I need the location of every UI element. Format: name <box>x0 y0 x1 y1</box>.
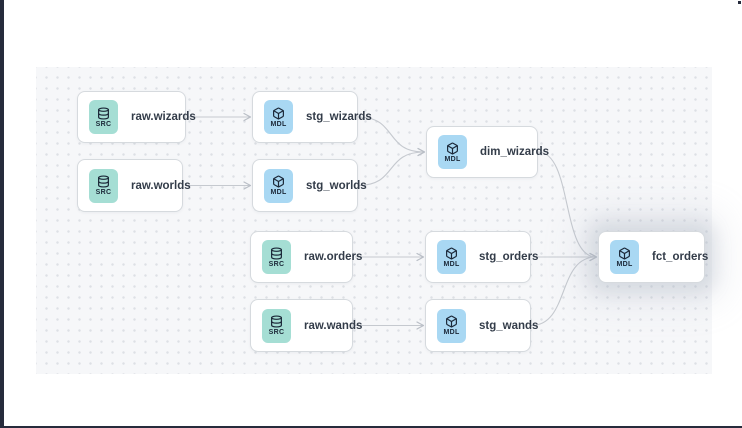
node-name-label: raw.worlds <box>131 179 191 192</box>
node-name-label: raw.wizards <box>131 111 196 123</box>
node-name-label: stg_wizards <box>306 111 372 123</box>
node-type-badge: SRC <box>262 240 291 274</box>
node-type-badge: SRC <box>89 100 118 134</box>
node-type-label: SRC <box>268 329 285 336</box>
cube-icon <box>619 246 630 260</box>
cube-icon <box>446 315 457 328</box>
graph-node-raw.orders[interactable]: SRC raw.orders <box>250 231 362 283</box>
node-name-label: dim_wizards <box>480 146 550 158</box>
node-type-label: MDL <box>443 260 460 268</box>
node-type-badge: MDL <box>437 240 466 274</box>
node-type-badge: MDL <box>438 135 467 169</box>
database-icon <box>271 246 282 260</box>
graph-node-stg_orders[interactable]: MDL stg_orders <box>425 231 538 283</box>
node-name-label: raw.orders <box>304 251 363 263</box>
database-icon <box>98 175 109 188</box>
cube-icon <box>447 141 458 155</box>
graph-node-dim_wizards[interactable]: MDL dim_wizards <box>426 126 549 178</box>
node-type-badge: MDL <box>437 308 466 343</box>
node-type-badge: SRC <box>262 308 291 343</box>
node-type-badge: MDL <box>610 240 639 274</box>
graph-node-raw.worlds[interactable]: SRC raw.worlds <box>77 159 191 212</box>
node-name-label: fct_orders <box>652 251 709 263</box>
window-corner-mark <box>738 1 741 4</box>
graph-node-stg_wands[interactable]: MDL stg_wands <box>425 299 538 352</box>
node-name-label: stg_orders <box>479 251 539 263</box>
node-type-label: SRC <box>95 189 112 196</box>
node-type-badge: MDL <box>264 168 293 203</box>
node-type-label: SRC <box>268 260 285 268</box>
node-name-label: stg_wands <box>479 319 539 332</box>
node-type-label: MDL <box>270 120 287 128</box>
graph-node-stg_wizards[interactable]: MDL stg_wizards <box>252 91 372 143</box>
node-type-label: MDL <box>444 155 461 163</box>
node-type-badge: SRC <box>89 168 118 203</box>
window-bottom-edge <box>0 426 742 428</box>
cube-icon <box>273 175 284 188</box>
graph-node-raw.wizards[interactable]: SRC raw.wizards <box>77 91 196 143</box>
node-type-label: MDL <box>270 189 287 196</box>
database-icon <box>98 106 109 120</box>
node-type-label: MDL <box>443 329 460 336</box>
graph-node-fct_orders[interactable]: MDL fct_orders <box>598 231 709 283</box>
node-type-badge: MDL <box>264 100 293 134</box>
node-name-label: stg_worlds <box>306 179 367 192</box>
cube-icon <box>273 106 284 120</box>
graph-node-raw.wands[interactable]: SRC raw.wands <box>250 299 362 352</box>
graph-node-stg_worlds[interactable]: MDL stg_worlds <box>252 159 367 212</box>
node-type-label: SRC <box>95 120 112 128</box>
node-type-label: MDL <box>616 260 633 268</box>
node-name-label: raw.wands <box>304 319 363 332</box>
database-icon <box>271 315 282 328</box>
cube-icon <box>446 246 457 260</box>
window-left-edge <box>0 0 4 428</box>
